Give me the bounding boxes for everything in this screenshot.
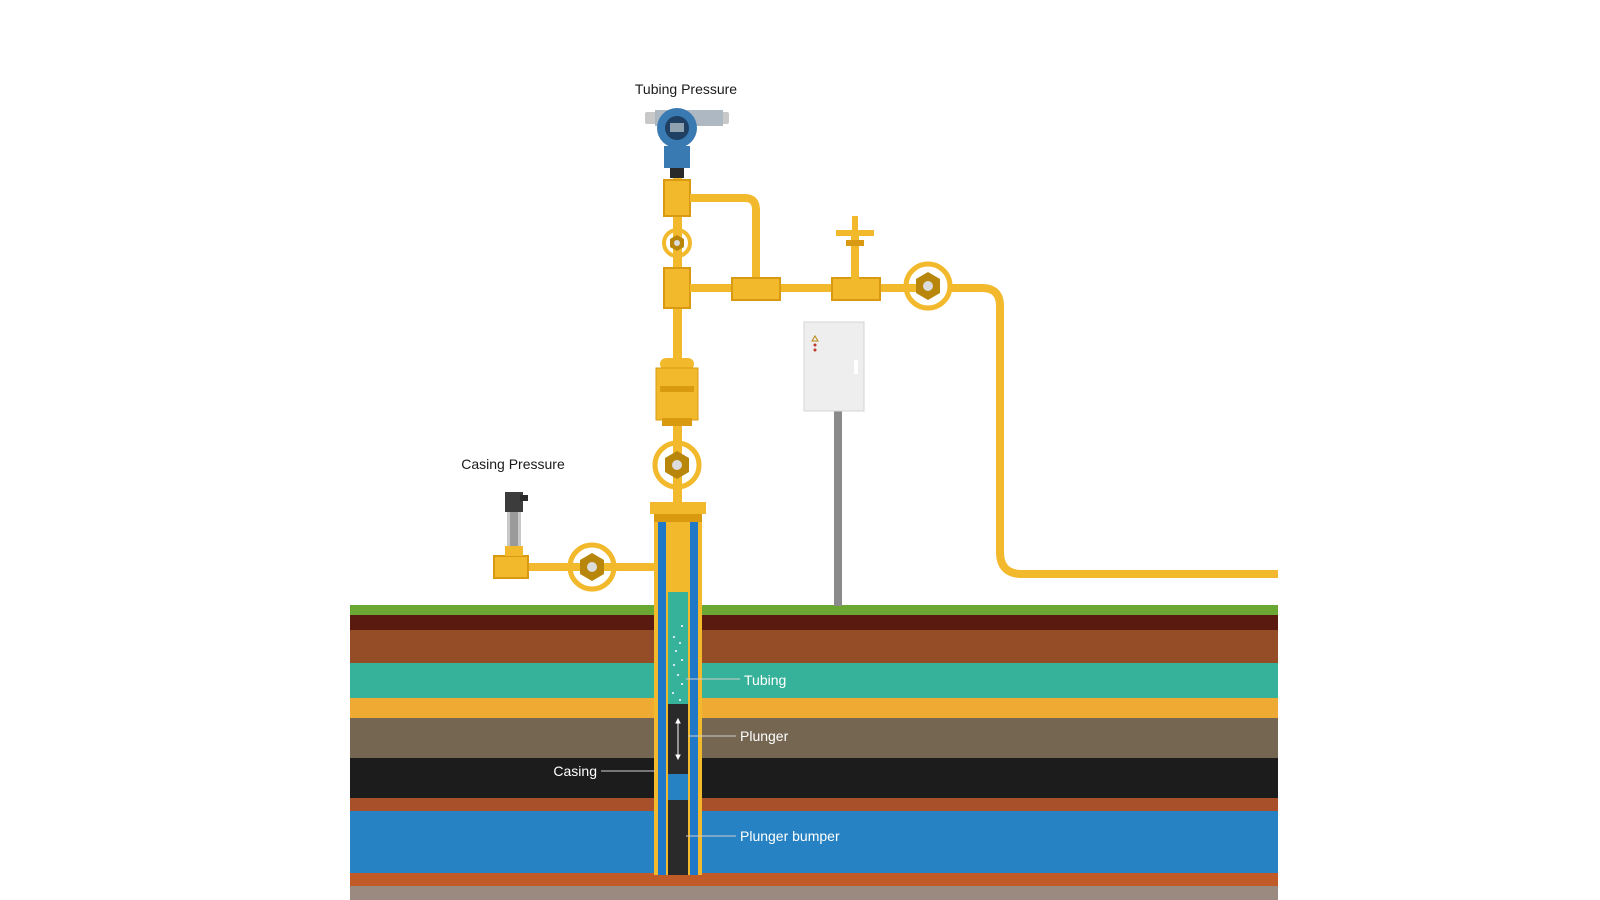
tubing-label: Tubing <box>744 672 786 688</box>
rust-layer <box>350 798 1278 811</box>
casing-head-lower <box>654 514 702 522</box>
casing-label: Casing <box>553 763 597 779</box>
control-panel-icon <box>803 321 865 606</box>
plunger-label: Plunger <box>740 728 789 744</box>
flow-line <box>690 284 922 292</box>
soil-dark-layer <box>350 615 1278 630</box>
plunger-bumper <box>668 800 688 875</box>
plunger-bumper-label: Plunger bumper <box>740 828 840 844</box>
grass-layer <box>350 605 1278 615</box>
casing-valve-handwheel-icon <box>567 542 617 592</box>
yellow-layer <box>350 698 1278 718</box>
taupe-layer <box>350 718 1278 758</box>
blue-layer <box>350 811 1278 873</box>
casing-head <box>650 502 706 514</box>
flow-tee-1 <box>731 277 781 301</box>
tubing-pressure-transmitter-icon <box>645 108 729 178</box>
tubing-pressure-label: Tubing Pressure <box>635 81 737 97</box>
bedrock-layer <box>350 886 1278 900</box>
casing-tee-fitting <box>493 555 529 579</box>
casing-outlet-pipe <box>500 563 656 571</box>
leader-lines <box>601 678 740 837</box>
flow-tee-2 <box>831 277 881 301</box>
soil-brown-layer <box>350 630 1278 663</box>
casing-side-line <box>493 492 656 592</box>
plunger-travel-arrow-icon <box>675 717 681 761</box>
tubing-gas-column <box>668 556 688 592</box>
bypass-pipe <box>690 194 760 286</box>
plunger-catcher <box>655 358 699 426</box>
casing-pressure-label: Casing Pressure <box>461 456 565 472</box>
lower-tee-fitting <box>663 267 691 309</box>
ground-strata <box>350 605 1278 900</box>
upper-valve-handwheel-icon <box>662 228 692 258</box>
fluid-slug <box>668 774 688 800</box>
casing-pressure-sensor-icon <box>505 492 528 556</box>
tubing-fluid <box>668 592 688 704</box>
motor-valve-icon <box>836 216 874 280</box>
sales-line <box>950 284 1278 578</box>
black-layer <box>350 758 1278 798</box>
teal-layer <box>350 663 1278 698</box>
well-bore <box>650 502 706 875</box>
gas-bubbles <box>672 625 683 701</box>
wellhead-stack <box>652 175 1278 578</box>
orange-layer <box>350 873 1278 886</box>
tubing-riser <box>673 175 682 505</box>
master-valve-handwheel-icon <box>652 440 702 490</box>
upper-tee-fitting <box>663 179 691 217</box>
